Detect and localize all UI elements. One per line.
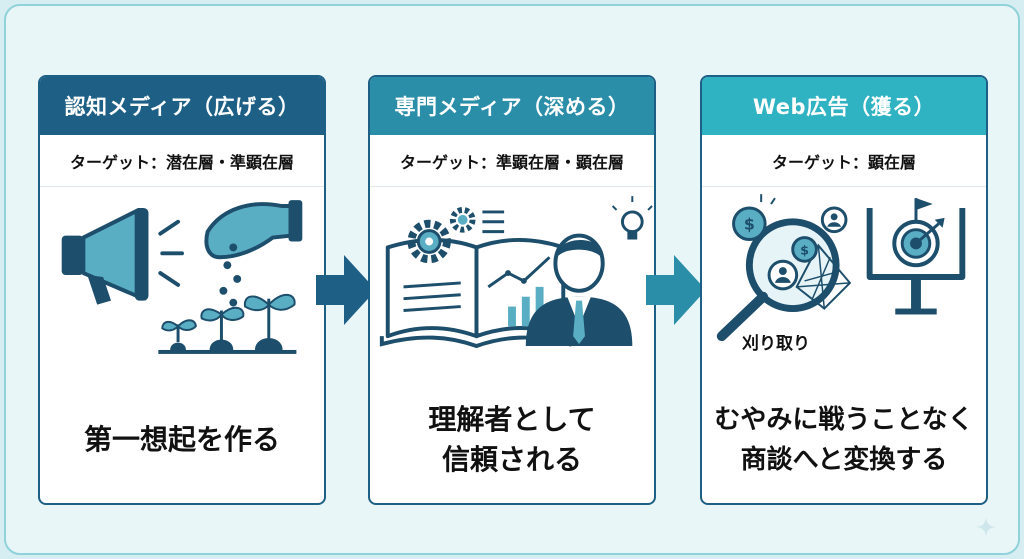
stage-title: Web広告（獲る） — [702, 77, 986, 135]
stage-card-ads: Web広告（獲る） ターゲット：顕在層 $ $ — [700, 75, 988, 505]
stage-message: 第一想起を作る — [40, 377, 324, 503]
harvest-caption: 刈り取り — [742, 334, 810, 354]
lightbulb-icon — [611, 196, 653, 240]
stage-message-line: 理解者として — [428, 403, 596, 436]
gear-icon — [407, 206, 505, 264]
stage-target: ターゲット：準顕在層・顕在層 — [370, 135, 654, 187]
svg-text:$: $ — [744, 215, 755, 234]
target-goal-icon — [866, 198, 966, 315]
stage-message-line: 商談へと変換する — [740, 445, 948, 475]
stage-message: むやみに戦うことなく 商談へと変換する — [702, 377, 986, 503]
stage-message-line: むやみに戦うことなく — [714, 405, 974, 435]
stage-message: 理解者として 信頼される — [370, 377, 654, 503]
flow-arrow-icon — [646, 255, 706, 325]
stage-card-awareness: 認知メディア（広げる） ターゲット：潜在層・準顕在層 — [38, 75, 326, 505]
stage-illustration — [40, 187, 324, 367]
stage-illustration: $ $ — [702, 187, 986, 367]
stage-message-line: 信頼される — [441, 443, 582, 476]
sprouts-icon — [158, 294, 297, 354]
stage-card-expertise: 専門メディア（深める） ターゲット：準顕在層・顕在層 — [368, 75, 656, 505]
stage-title: 認知メディア（広げる） — [40, 77, 324, 135]
flow-arrow-icon — [316, 255, 376, 325]
stage-target: ターゲット：顕在層 — [702, 135, 986, 187]
businessman-icon — [525, 233, 633, 347]
stage-illustration — [370, 187, 654, 367]
svg-text:$: $ — [800, 243, 809, 258]
stage-message-line: 第一想起を作る — [83, 423, 280, 456]
stage-title: 専門メディア（深める） — [370, 77, 654, 135]
magnifier-net-icon: $ $ — [716, 194, 852, 342]
sparkle-icon — [976, 517, 996, 537]
sowing-hand-icon — [204, 200, 303, 307]
stage-target: ターゲット：潜在層・準顕在層 — [40, 135, 324, 187]
megaphone-icon — [61, 207, 184, 305]
